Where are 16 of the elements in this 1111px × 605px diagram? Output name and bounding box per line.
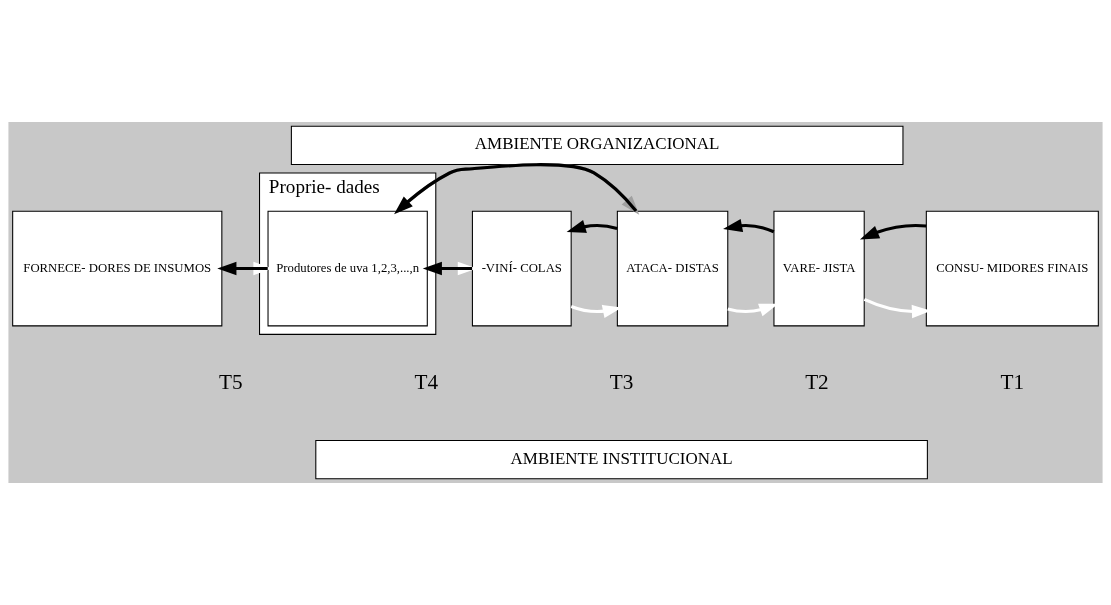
label: T4 [414,369,439,394]
arrow [723,218,775,234]
node-box: AMBIENTE INSTITUCIONAL [315,440,928,480]
arrow [566,220,618,233]
node-box: AMBIENTE ORGANIZACIONAL [290,125,904,165]
arrow [859,223,927,240]
node-box: CONSU- MIDORES FINAIS [925,210,1099,327]
node-box: -VINÍ- COLAS [471,210,572,327]
node-box: ATACA- DISTAS [616,210,729,327]
node-box: Produtores de uva 1,2,3,...,n [267,210,428,327]
label: T1 [1000,369,1025,394]
label: T5 [219,369,243,394]
label: T2 [805,369,829,394]
node-box: FORNECE- DORES DE INSUMOS [12,210,223,327]
node-box: VARE- JISTA [773,210,865,327]
label: T3 [609,369,634,394]
